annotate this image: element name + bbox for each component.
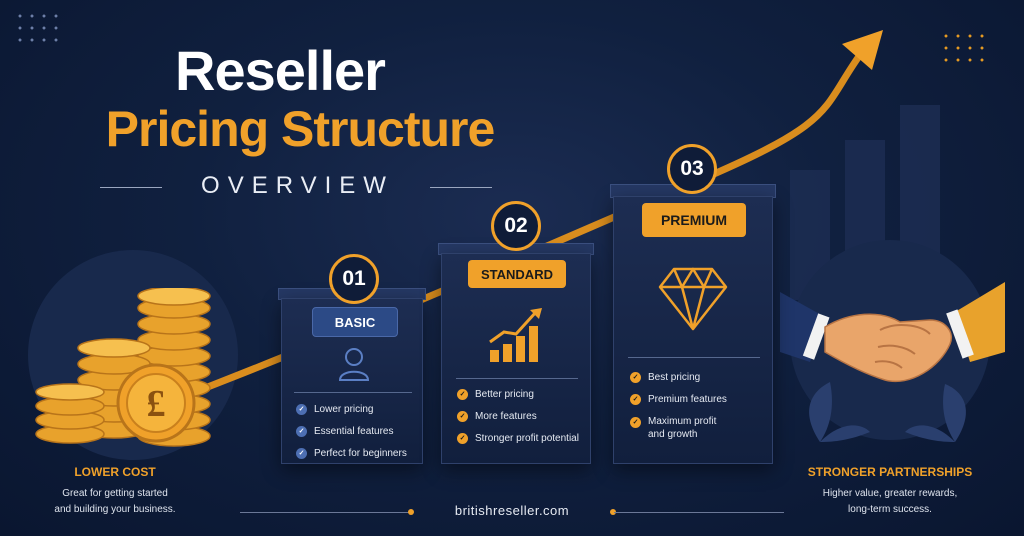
page-title-line1: Reseller <box>175 39 386 102</box>
feature-item: ✓ Better pricing <box>457 388 589 401</box>
check-icon: ✓ <box>296 404 307 415</box>
check-icon: ✓ <box>457 433 468 444</box>
feature-text: More features <box>475 411 537 422</box>
tier-standard-features: ✓ Better pricing ✓ More features ✓ Stronger… <box>457 388 589 454</box>
check-icon: ✓ <box>457 411 468 422</box>
feature-item: ✓ More features <box>457 410 589 423</box>
left-panel-title: LOWER COST <box>74 465 156 479</box>
feature-text: Maximum profit and growth <box>648 416 717 440</box>
feature-item: ✓ Maximum profit and growth <box>630 415 768 441</box>
left-panel-text-line1: Great for getting started <box>62 488 168 499</box>
tier-basic-features: ✓ Lower pricing ✓ Essential features ✓ Perf… <box>296 403 420 469</box>
tier-basic-number: 01 <box>329 254 379 304</box>
tier-basic-card: BASIC ✓ Lower pricing ✓ Essential features… <box>281 298 423 464</box>
feature-text: Stronger profit potential <box>475 433 579 444</box>
feature-text: Best pricing <box>648 372 701 383</box>
feature-text: Better pricing <box>475 389 534 400</box>
feature-text: Essential features <box>314 426 394 437</box>
footer-dot <box>408 509 414 515</box>
tier-premium-number: 03 <box>667 144 717 194</box>
feature-item: ✓ Best pricing <box>630 371 768 384</box>
check-icon: ✓ <box>296 448 307 459</box>
tier-premium-label: PREMIUM <box>642 203 746 237</box>
tier-standard-number: 02 <box>491 201 541 251</box>
svg-text:£: £ <box>147 383 166 425</box>
left-panel-text-line2: and building your business. <box>54 504 176 515</box>
right-panel-text-line2: long-term success. <box>848 504 932 515</box>
feature-text: Premium features <box>648 394 727 405</box>
feature-text: Lower pricing <box>314 404 374 415</box>
page-title-line2: Pricing Structure <box>105 101 496 157</box>
check-icon: ✓ <box>457 389 468 400</box>
check-icon: ✓ <box>630 417 641 428</box>
pound-coin-stack-icon: £ <box>35 288 211 447</box>
growth-chart-icon <box>489 308 542 362</box>
tier-premium-card: PREMIUM ✓ Best pricing ✓ Premium features … <box>613 196 773 464</box>
user-icon <box>338 348 370 381</box>
check-icon: ✓ <box>630 372 641 383</box>
title-divider <box>100 187 162 188</box>
diamond-icon <box>658 267 728 331</box>
right-panel-title: STRONGER PARTNERSHIPS <box>807 465 973 479</box>
footer-divider <box>614 512 784 513</box>
tier-basic-divider <box>294 392 412 393</box>
dot-grid-decoration-gold <box>940 30 990 70</box>
feature-item: ✓ Stronger profit potential <box>457 432 589 445</box>
footer-divider <box>240 512 410 513</box>
dot-grid-decoration <box>14 10 64 50</box>
footer-dot <box>610 509 616 515</box>
left-panel-text: Great for getting started and building y… <box>30 486 200 518</box>
feature-item: ✓ Lower pricing <box>296 403 420 416</box>
tier-premium-features: ✓ Best pricing ✓ Premium features ✓ Maximum… <box>630 371 768 450</box>
check-icon: ✓ <box>296 426 307 437</box>
handshake-icon <box>780 282 1005 442</box>
feature-text: Perfect for beginners <box>314 448 407 459</box>
check-icon: ✓ <box>630 394 641 405</box>
feature-item: ✓ Perfect for beginners <box>296 447 420 460</box>
title-divider <box>430 187 492 188</box>
tier-standard-divider <box>456 378 578 379</box>
tier-basic-label: BASIC <box>312 307 398 337</box>
page-subtitle: OVERVIEW <box>201 172 394 199</box>
tier-premium-divider <box>628 357 760 358</box>
right-panel-text-line1: Higher value, greater rewards, <box>822 488 958 499</box>
right-panel-text: Higher value, greater rewards, long-term… <box>790 486 990 518</box>
footer-website[interactable]: britishreseller.com <box>454 503 570 518</box>
tier-standard-label: STANDARD <box>468 260 566 288</box>
tier-standard-card: STANDARD ✓ Better pricing ✓ More features … <box>441 253 591 464</box>
feature-item: ✓ Premium features <box>630 393 768 406</box>
feature-item: ✓ Essential features <box>296 425 420 438</box>
